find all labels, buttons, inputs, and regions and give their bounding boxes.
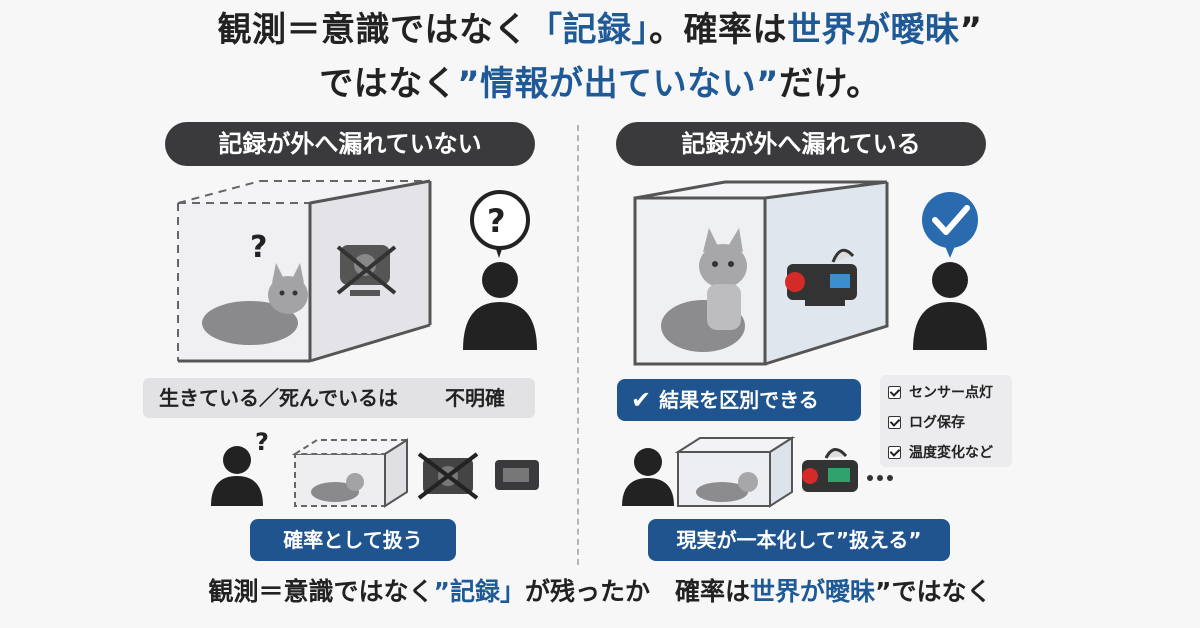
title-highlight-info: ”情報が出ていない”	[457, 64, 779, 104]
checkbox-checked-icon	[888, 445, 901, 459]
question-mark-label: ?	[250, 230, 267, 265]
checklist-label: センサー点灯	[909, 385, 993, 401]
title-text: 。確率は	[649, 10, 788, 50]
checklist-item: 温度変化など	[880, 439, 1012, 465]
checklist-item: センサー点灯	[880, 379, 1012, 405]
check-icon: ✔	[631, 386, 652, 414]
status-label: 生きている／死んでいるは	[159, 386, 398, 410]
left-conclusion: 確率として扱う	[250, 519, 456, 561]
result-pill: ✔ 結果を区別できる	[617, 379, 861, 421]
caption-highlight-record: ”記録」	[433, 577, 525, 606]
person-question-icon: ?	[463, 190, 537, 350]
title-highlight-record: 「記録」	[528, 10, 650, 50]
svg-text:?: ?	[255, 428, 269, 456]
crossed-camera-icon	[417, 452, 479, 500]
checklist-label: ログ保存	[909, 415, 965, 431]
checkbox-checked-icon	[888, 385, 901, 399]
title-line-1: 観測＝意識ではなく「記録」。確率は世界が曖昧”	[0, 2, 1200, 51]
person-check-icon	[913, 192, 987, 350]
checklist: センサー点灯 ログ保存 温度変化など	[880, 375, 1012, 467]
small-box-scene-left: ?	[211, 428, 539, 508]
center-divider	[577, 125, 579, 565]
checkbox-checked-icon	[888, 415, 901, 429]
device-icon	[802, 448, 858, 492]
caption-text: 観測＝意識ではなく	[208, 577, 434, 606]
right-header: 記録が外へ漏れている	[616, 122, 986, 166]
title-text: ”	[959, 10, 983, 50]
status-bar: 生きている／死んでいるは 不明確	[143, 378, 535, 418]
result-label: 結果を区別できる	[659, 388, 819, 412]
caption-text: が残ったか 確率は	[524, 577, 750, 606]
checklist-label: 温度変化など	[909, 445, 993, 461]
title-line-2: ではなく”情報が出ていない”だけ。	[0, 56, 1200, 105]
svg-text:?: ?	[487, 202, 506, 240]
small-box-scene-right	[622, 436, 893, 508]
checklist-item: ログ保存	[880, 409, 1012, 435]
broken-camera-icon	[336, 245, 397, 296]
title-text: だけ。	[778, 64, 881, 104]
bottom-caption: 観測＝意識ではなく”記録」が残ったか 確率は世界が曖昧”ではなく	[0, 572, 1200, 608]
solid-box-illustration	[633, 180, 889, 366]
status-value: 不明確	[445, 386, 505, 410]
left-header: 記録が外へ漏れていない	[165, 122, 535, 166]
caption-text: ”ではなく	[875, 577, 992, 606]
right-conclusion: 現実が一本化して”扱える”	[648, 519, 950, 561]
title-text: ではなく	[319, 64, 458, 104]
caption-highlight-world: 世界が曖昧	[750, 577, 876, 606]
title-text: 観測＝意識ではなく	[217, 10, 529, 50]
dashed-box-illustration: ?	[177, 179, 432, 363]
recording-camera-icon	[785, 248, 857, 306]
title-highlight-world: 世界が曖昧	[787, 10, 960, 50]
